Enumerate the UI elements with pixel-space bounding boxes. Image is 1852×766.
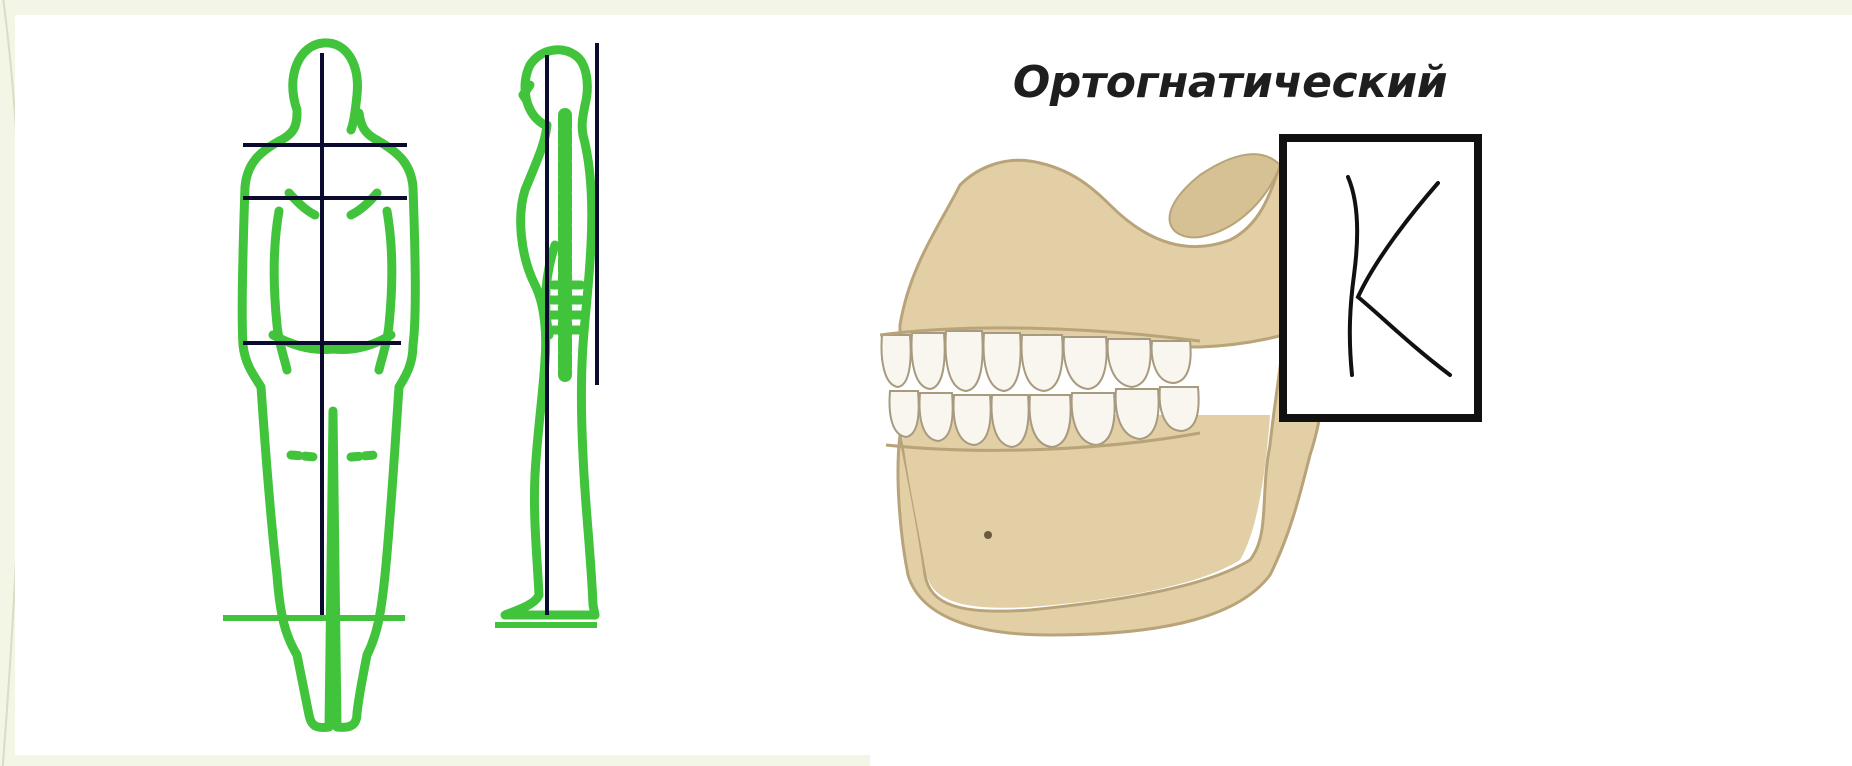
side-body-outline-icon (505, 50, 595, 615)
occlusion-line-symbol-icon (1283, 138, 1478, 418)
occlusion-panel: Ортогнатический (870, 15, 1852, 766)
posture-figures-panel (15, 15, 870, 755)
